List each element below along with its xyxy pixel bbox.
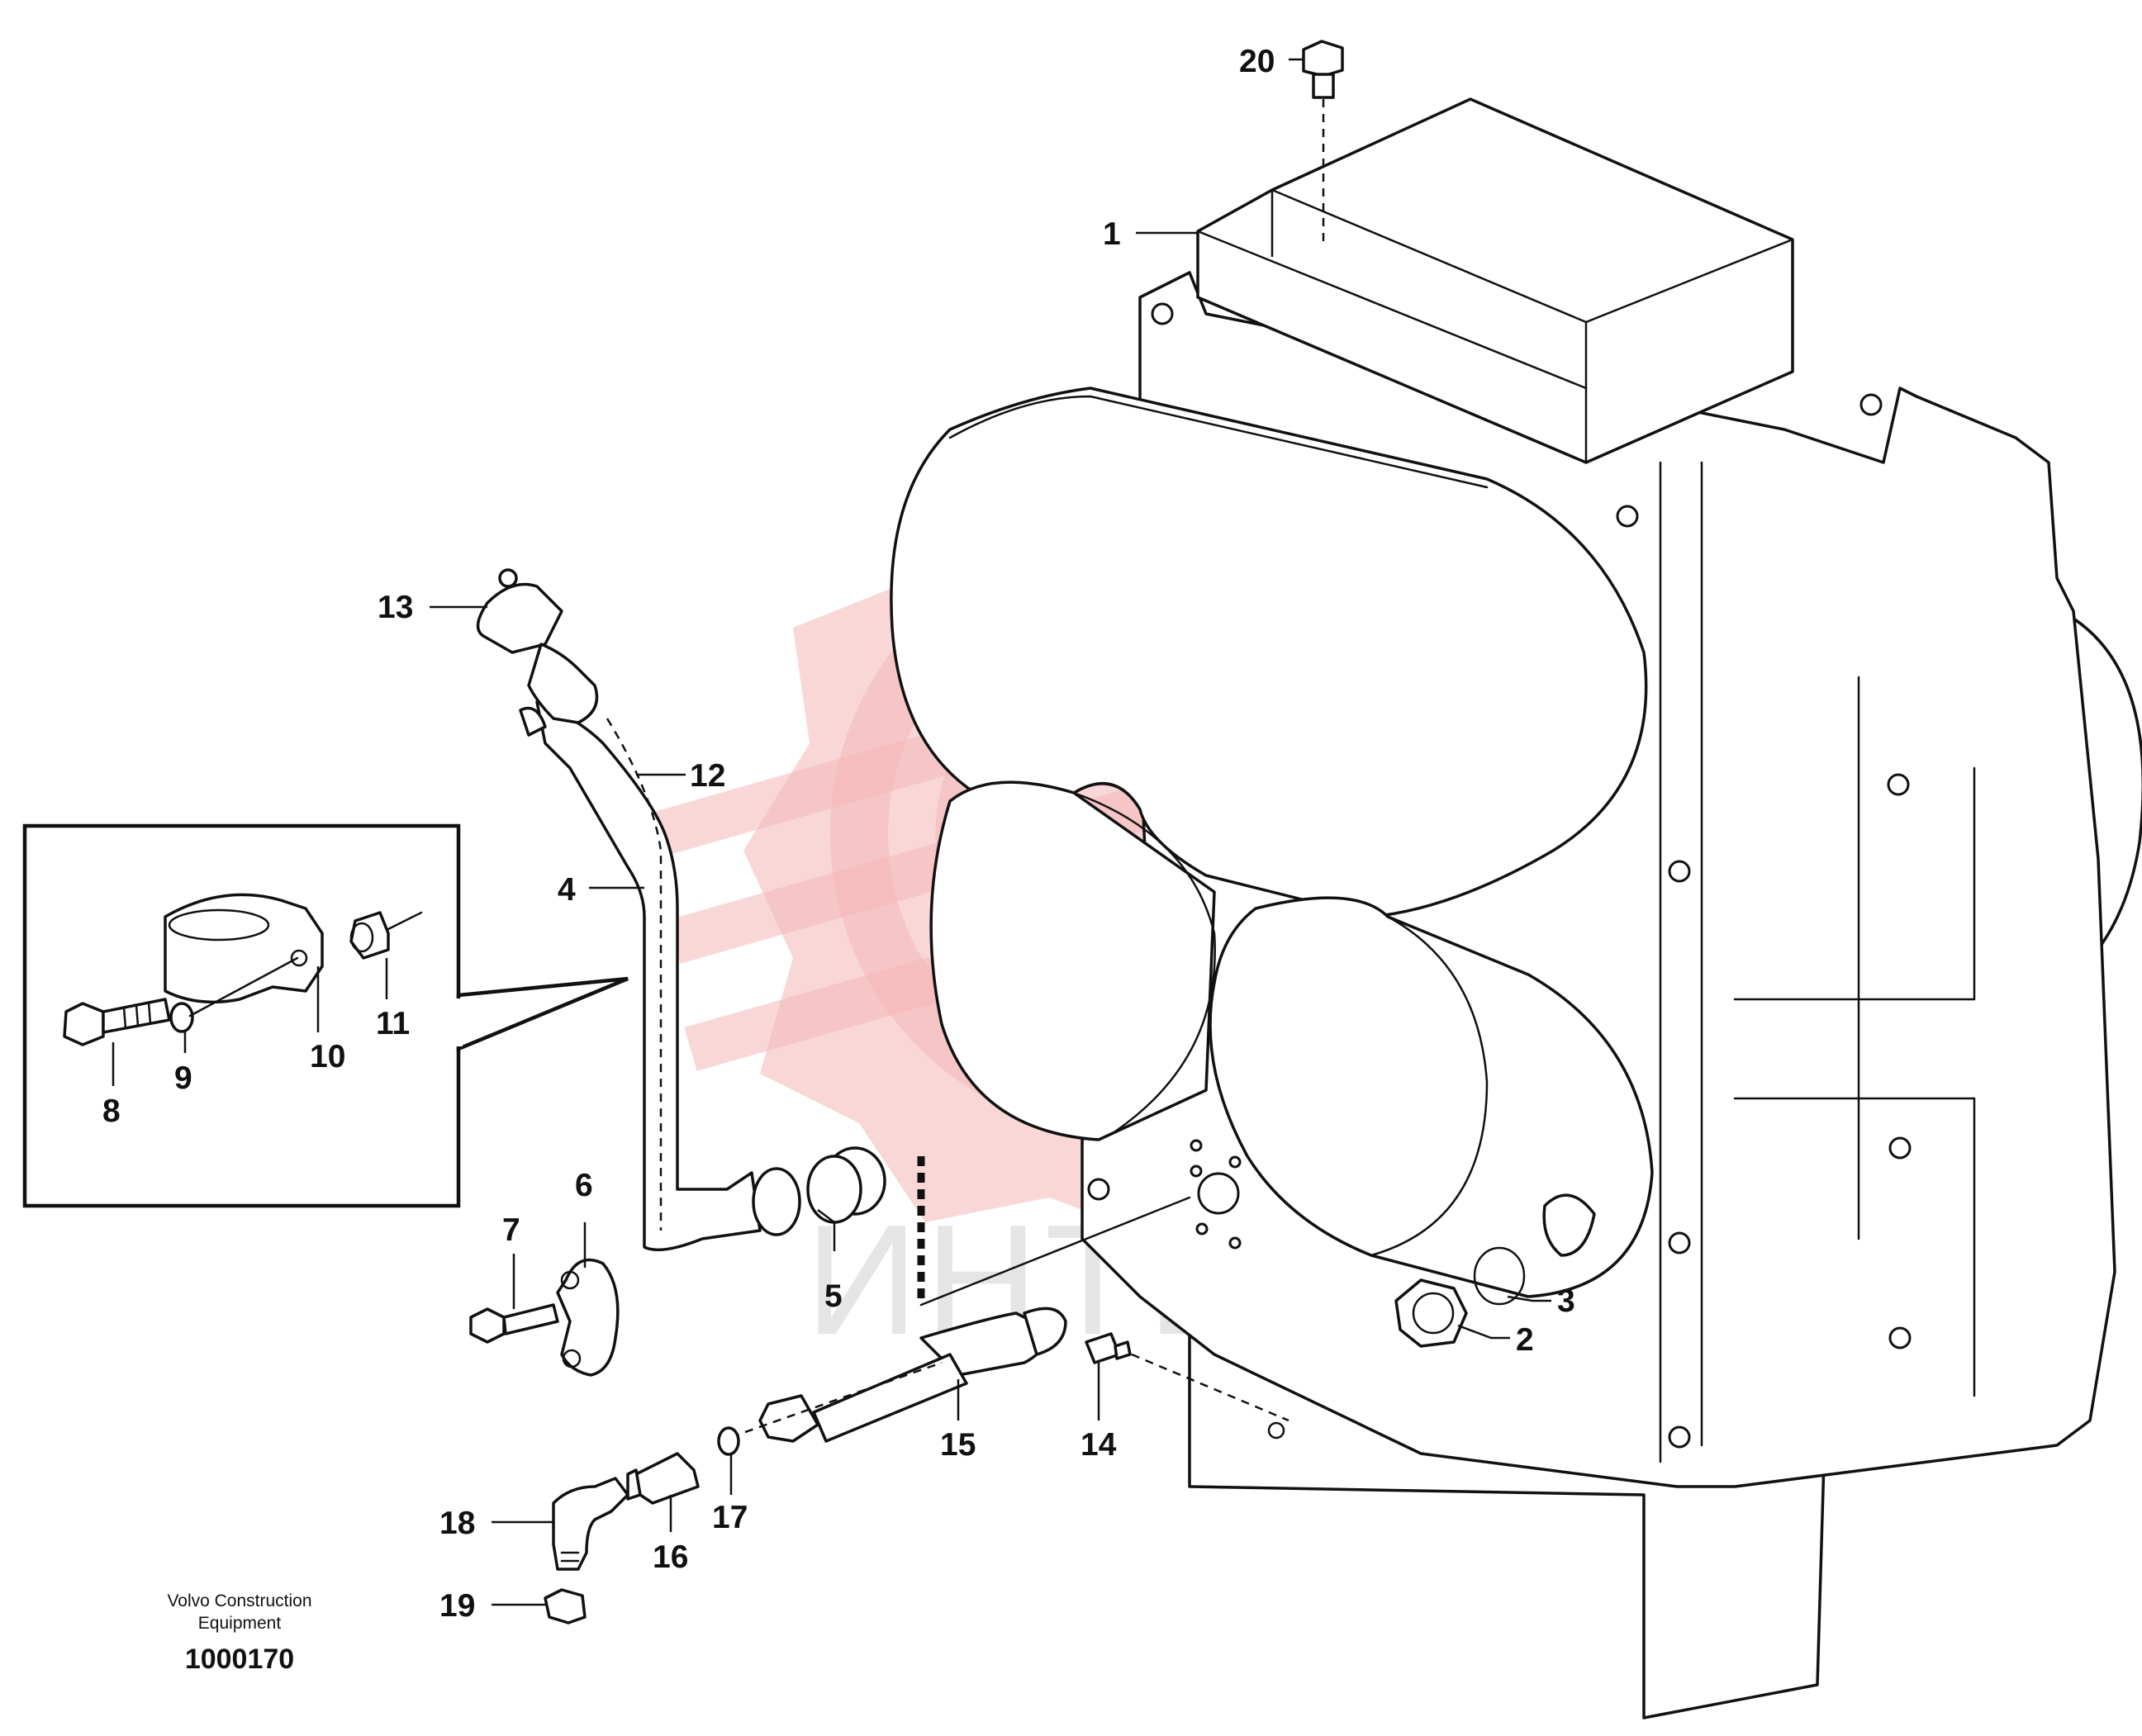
callout-2: 2 [1516, 1322, 1534, 1358]
oil-pipe [476, 568, 886, 1252]
callout-17: 17 [712, 1500, 748, 1535]
callout-10: 10 [310, 1039, 345, 1074]
callout-13: 13 [378, 590, 413, 625]
housing-assembly [890, 97, 2142, 1719]
callout-5: 5 [824, 1278, 843, 1314]
callout-18: 18 [439, 1506, 475, 1541]
callout-9: 9 [174, 1060, 192, 1096]
leader-lines [112, 58, 1551, 1606]
callout-3: 3 [1557, 1283, 1575, 1319]
callout-15: 15 [940, 1427, 976, 1463]
callout-11: 11 [376, 1006, 410, 1041]
footer-figure-code: 1000170 [185, 1644, 294, 1675]
detail-inset [22, 823, 629, 1208]
callout-12: 12 [690, 758, 725, 794]
footer-company-line1: Volvo Construction [167, 1591, 311, 1610]
o-ring [806, 1155, 862, 1224]
drain-plug [1394, 1193, 1596, 1348]
callout-16: 16 [653, 1539, 688, 1575]
callout-6: 6 [575, 1168, 593, 1203]
callout-4: 4 [558, 872, 576, 908]
gasket-link [919, 1196, 1191, 1307]
callout-1: 1 [1103, 216, 1121, 252]
top-bolt [1302, 40, 1344, 248]
callout-19: 19 [439, 1588, 475, 1624]
pipe-clamp [469, 1258, 620, 1377]
hose-assembly [544, 1307, 1289, 1625]
callout-14: 14 [1080, 1427, 1117, 1463]
callout-20: 20 [1239, 44, 1275, 79]
callout-8: 8 [102, 1093, 121, 1129]
footer-company-line2: Equipment [198, 1614, 282, 1633]
callout-7: 7 [502, 1212, 520, 1248]
